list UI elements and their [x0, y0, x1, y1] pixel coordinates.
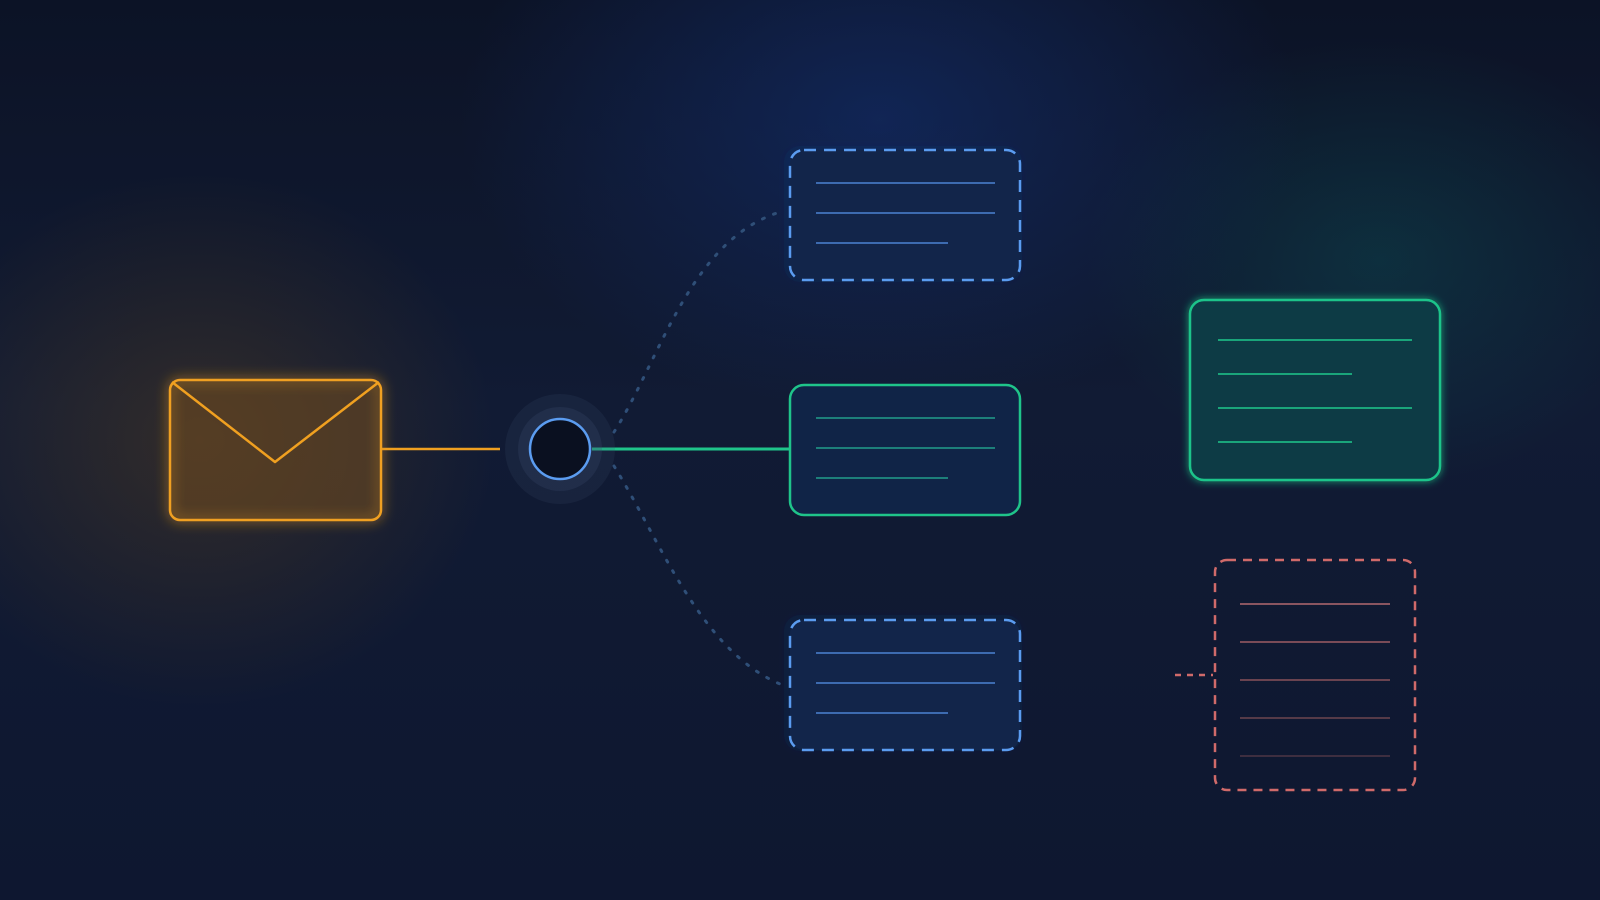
edge-router-to-option-top — [612, 210, 782, 434]
email-source-node — [168, 378, 383, 522]
option-bottom-card — [784, 615, 1022, 752]
envelope-icon — [171, 381, 380, 464]
result-failure-card — [1213, 558, 1417, 792]
result-success-card — [1188, 298, 1442, 482]
option-middle-card — [788, 383, 1022, 517]
option-top-card — [784, 146, 1022, 282]
edge-router-to-option-bottom — [612, 464, 782, 686]
router-node — [505, 394, 615, 504]
